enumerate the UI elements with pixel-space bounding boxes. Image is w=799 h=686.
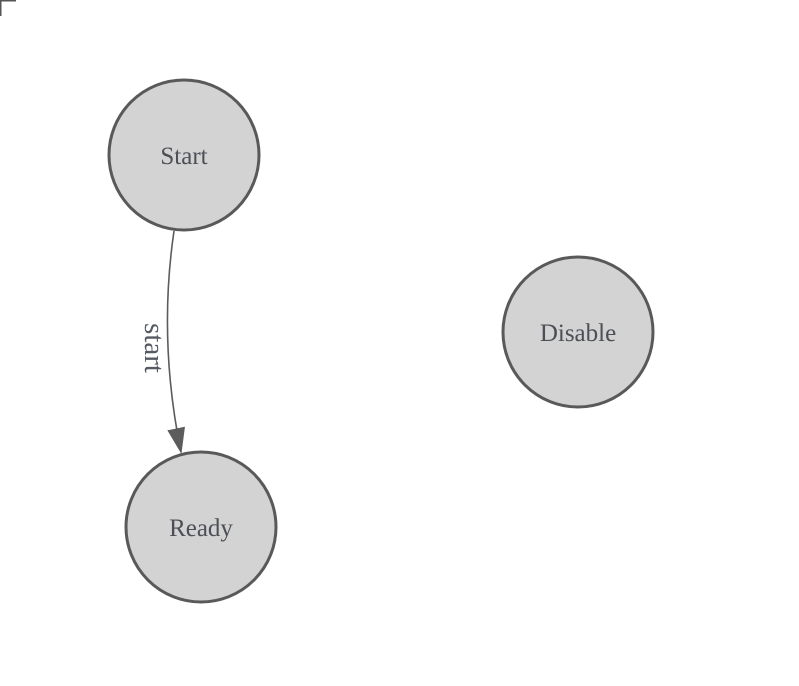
node-start-label: Start (160, 143, 207, 170)
edge-label: start (138, 323, 170, 373)
canvas-corner-mark (0, 0, 16, 16)
node-ready-label: Ready (169, 515, 233, 542)
node-start[interactable]: Start (107, 78, 261, 232)
node-start-circle[interactable] (107, 78, 261, 232)
node-disable[interactable]: Disable (501, 255, 655, 409)
node-disable-label: Disable (540, 320, 616, 347)
edge-line[interactable] (166, 230, 185, 454)
node-ready[interactable]: Ready (124, 450, 278, 604)
edge-start-ready[interactable]: start (138, 230, 185, 454)
node-disable-circle[interactable] (501, 255, 655, 409)
node-ready-circle[interactable] (124, 450, 278, 604)
